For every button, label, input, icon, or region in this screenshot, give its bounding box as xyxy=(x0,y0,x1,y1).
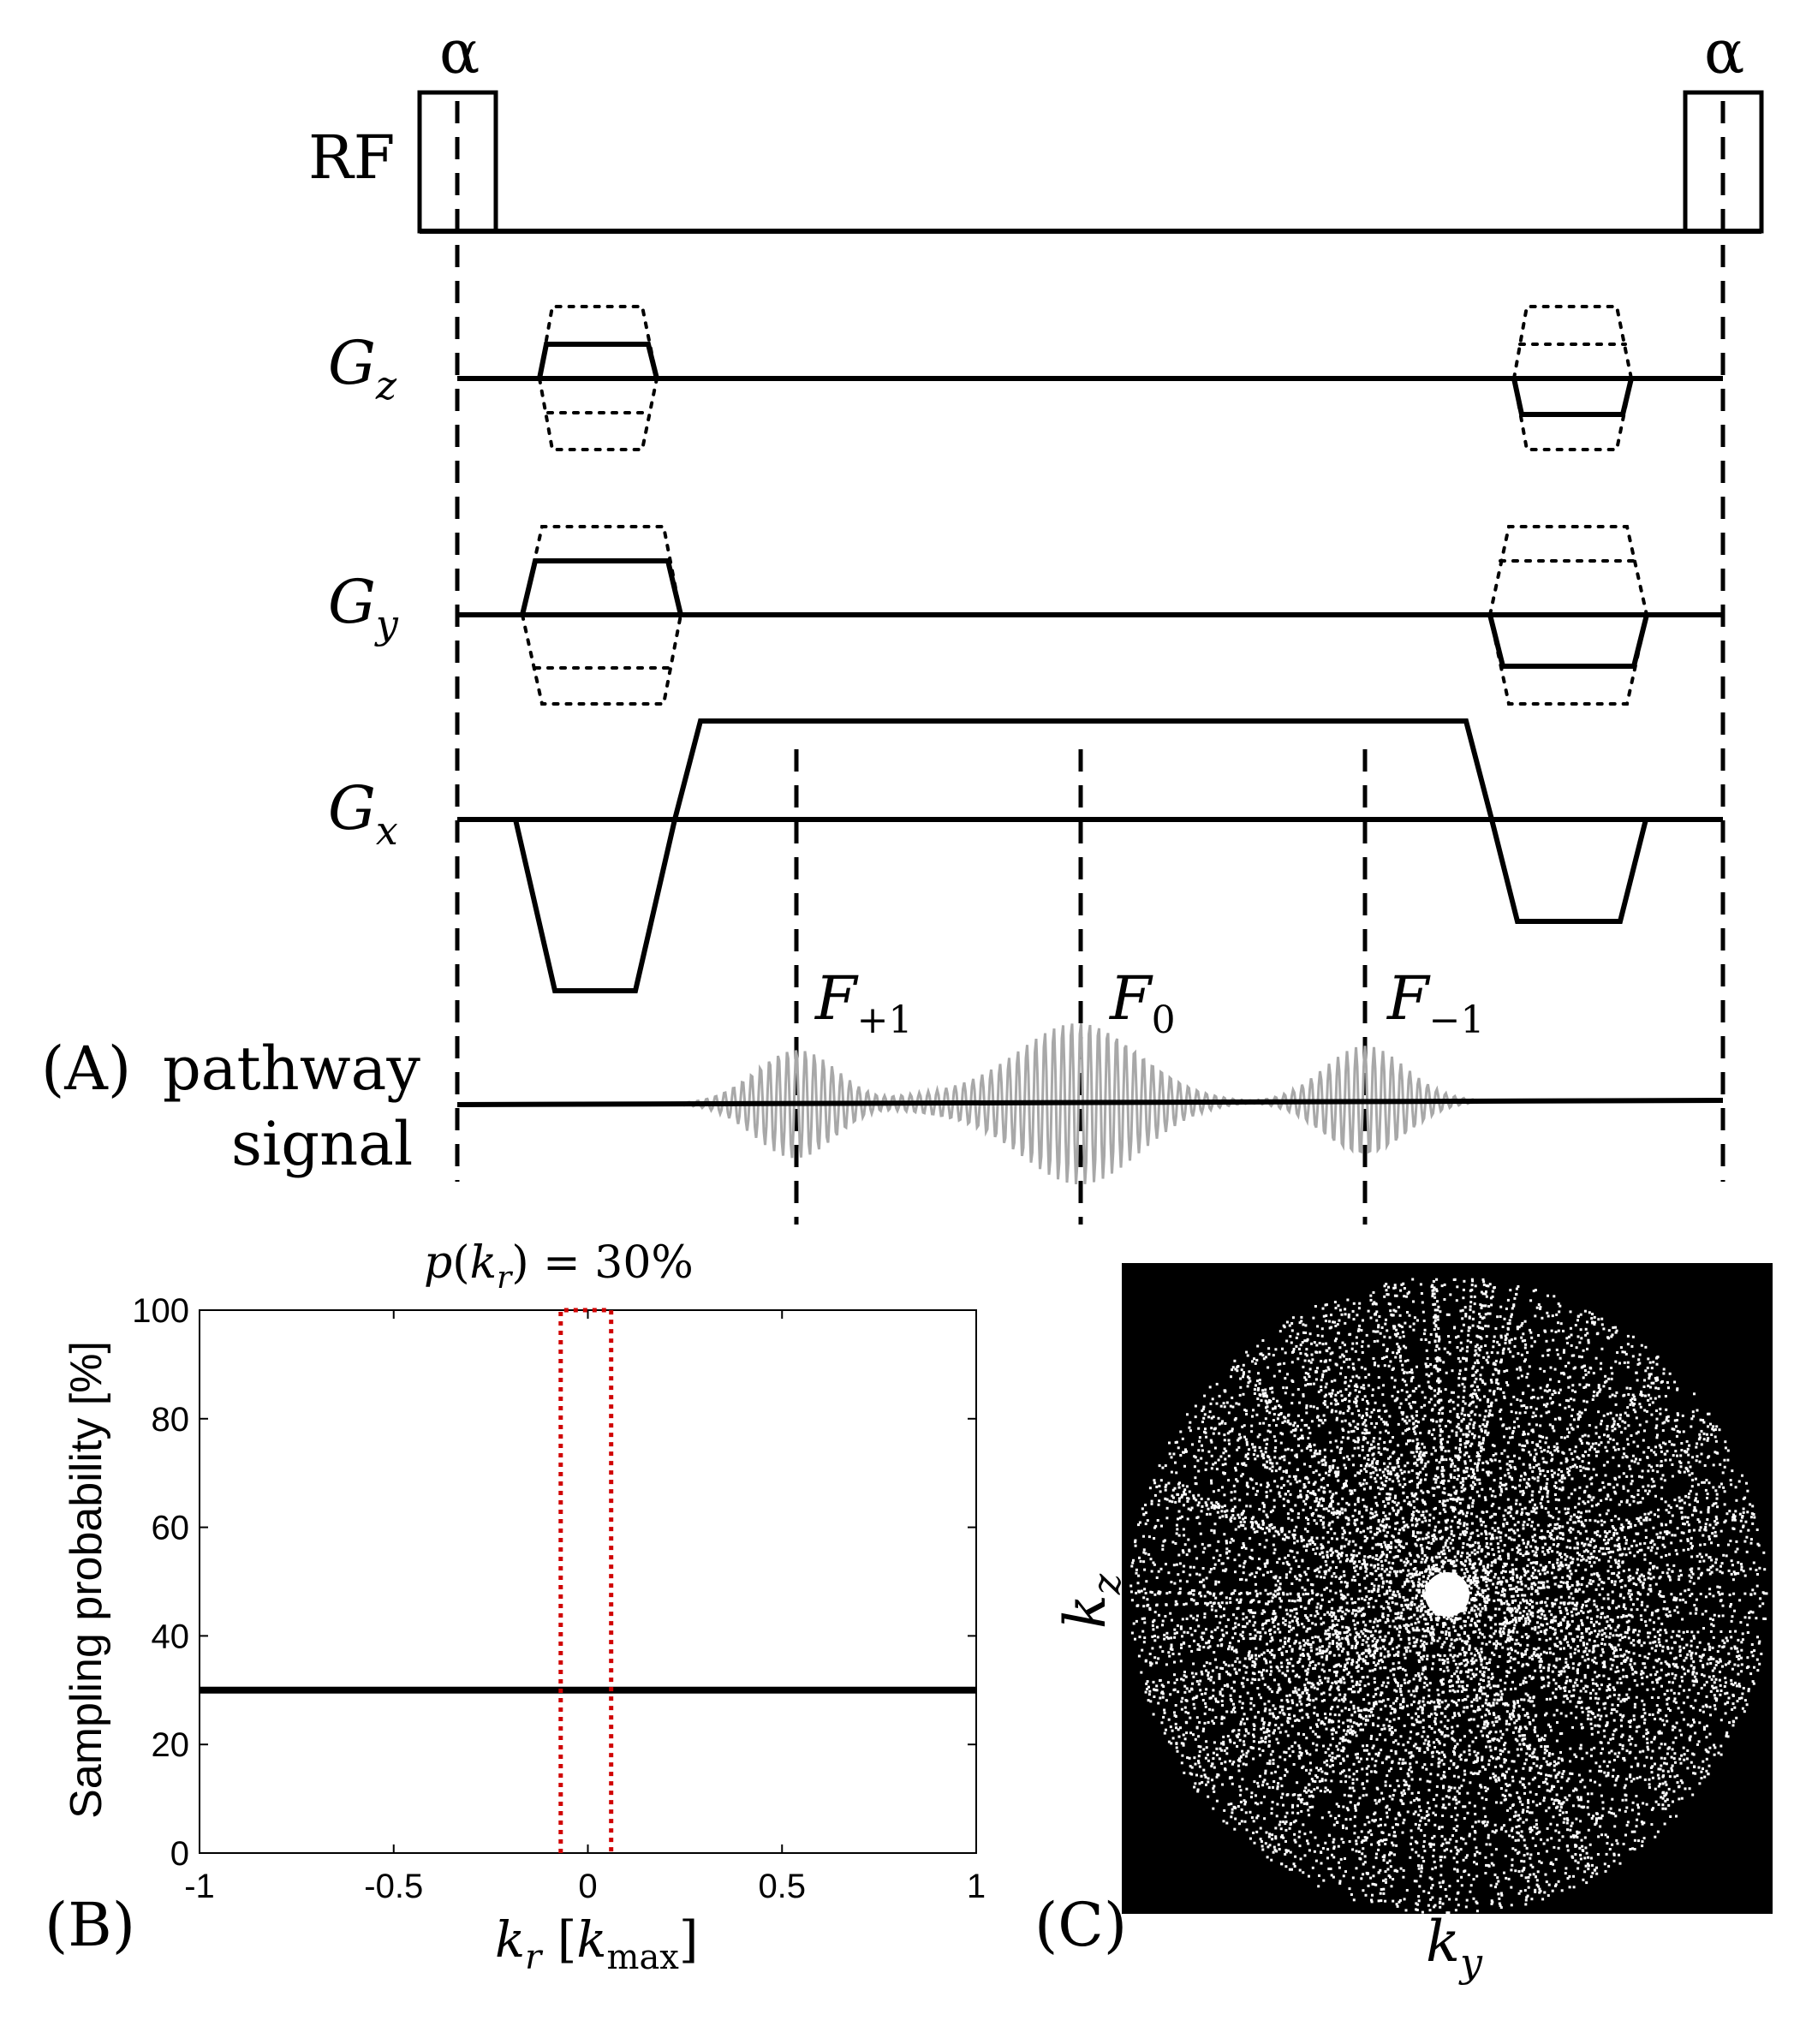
gz-step-up-right xyxy=(1512,305,1633,380)
ky-axis-label: ky xyxy=(1426,1909,1483,1986)
gy-step-down-right xyxy=(1488,613,1648,706)
gy-rewinder-right xyxy=(1487,614,1649,669)
signal-baseline xyxy=(456,1098,1724,1107)
panel-c-label: (C) xyxy=(1034,1890,1127,1960)
pathway-label-f0: F0 xyxy=(1108,963,1176,1042)
plot-axes-box xyxy=(199,1309,977,1854)
y-tick-label: 60 xyxy=(152,1510,190,1547)
pathway-label-f-minus1: F−1 xyxy=(1386,963,1484,1042)
panel-a-label: (A) xyxy=(41,1034,131,1104)
x-tick-label: 1 xyxy=(967,1868,986,1905)
x-tick-label: 0 xyxy=(578,1868,597,1905)
panel-a-sequence-diagram: RF α α Gz Gy Gx xyxy=(41,17,1764,1225)
signal-label-pathway: pathway xyxy=(163,1034,420,1104)
x-tick-label: -0.5 xyxy=(364,1868,423,1905)
gy-step-up-right xyxy=(1488,525,1648,617)
flip-angle-right: α xyxy=(1704,17,1744,87)
y-tick-label: 20 xyxy=(152,1726,190,1764)
gy-step-up-left xyxy=(521,525,682,617)
x-axis-ticks: -1 -0.5 0 0.5 1 xyxy=(184,1310,986,1905)
rf-label: RF xyxy=(308,122,395,193)
flip-angle-left: α xyxy=(439,17,480,87)
x-axis-label: kr [kmax] xyxy=(495,1910,699,1977)
gy-pulse-left xyxy=(520,558,683,616)
gz-step-down-right xyxy=(1512,377,1633,451)
signal-label-signal: signal xyxy=(231,1109,413,1179)
gx-label: Gx xyxy=(328,773,398,854)
panel-c-kspace-pattern: kz ky (C) xyxy=(1034,1263,1773,1986)
y-axis-label: Sampling probability [%] xyxy=(62,1341,111,1819)
gz-rewinder-right xyxy=(1511,378,1634,417)
series-fully-sampled-center xyxy=(558,1308,614,1853)
panel-b-label: (B) xyxy=(45,1890,135,1960)
gz-step-down-left xyxy=(538,377,659,451)
y-axis-ticks: 0 20 40 60 80 100 xyxy=(132,1292,976,1873)
pathway-label-f-plus1: F+1 xyxy=(814,963,912,1042)
kz-axis-label: kz xyxy=(1052,1573,1129,1629)
gz-label: Gz xyxy=(328,328,397,408)
panel-b-title: p(kr) = 30% xyxy=(424,1237,694,1296)
y-tick-label: 100 xyxy=(132,1292,189,1330)
gy-step-down-left xyxy=(521,613,682,706)
y-tick-label: 40 xyxy=(152,1618,190,1655)
gx-readout-waveform xyxy=(513,718,1648,993)
plot-series xyxy=(200,1308,976,1853)
gy-label: Gy xyxy=(328,567,399,647)
x-tick-label: -1 xyxy=(184,1868,215,1905)
x-tick-label: 0.5 xyxy=(758,1868,806,1905)
gz-step-up-left xyxy=(538,305,659,380)
panel-b-sampling-plot: p(kr) = 30% 0 20 40 60 80 100 -1 -0.5 0 0.5 1 Sam… xyxy=(45,1237,986,1977)
kspace-sample-points xyxy=(1129,1278,1768,1915)
y-tick-label: 80 xyxy=(152,1401,190,1439)
gz-pulse-left xyxy=(537,342,659,379)
y-tick-label: 0 xyxy=(170,1835,189,1873)
